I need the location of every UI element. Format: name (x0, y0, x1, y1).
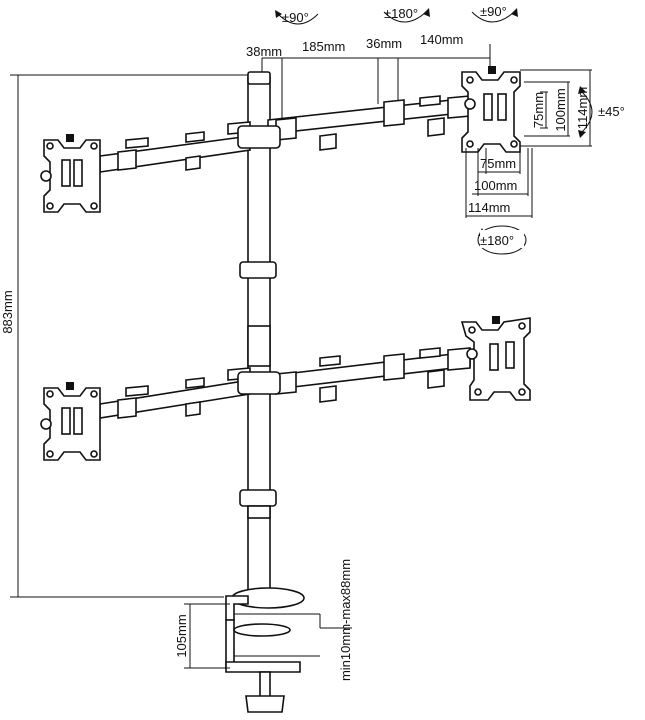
rotation-label-plate: ±180° (480, 233, 514, 248)
vesa-100mm-horizontal: 100mm (474, 178, 517, 193)
dimension-883mm: 883mm (0, 290, 15, 333)
vesa-75mm-horizontal: 75mm (480, 156, 516, 171)
rotation-label-top-left: ±90° (282, 10, 309, 25)
rotation-label-tilt: ±45° (598, 104, 625, 119)
rotation-label-top-right: ±90° (480, 4, 507, 19)
rotation-arrow-top-center: ±180° (383, 6, 430, 23)
dimension-185mm: 185mm (302, 39, 345, 54)
desk-clamp (225, 587, 320, 713)
dimension-140mm: 140mm (420, 32, 463, 47)
dimension-105mm: 105mm (174, 614, 189, 657)
vesa-dimension-lines: 75mm 100mm 114mm 75mm 100mm 114mm (465, 69, 592, 218)
vesa-plate-lower-left (40, 382, 101, 461)
vesa-100mm-vertical: 100mm (553, 88, 568, 131)
top-dimension-line: 38mm 185mm 36mm 140mm (246, 32, 491, 122)
upper-arm-assembly (99, 95, 471, 173)
vesa-114mm-horizontal: 114mm (468, 200, 510, 215)
clamp-dimensions: 105mm min10mm-max88mm (174, 559, 353, 681)
height-dimension: 883mm (0, 74, 254, 598)
tilt-arrow: ±45° (578, 86, 625, 138)
vesa-plate-lower-right (460, 316, 531, 401)
rotation-arrow-top-right: ±90° (471, 4, 518, 23)
plate-rotate-arrow: ±180° (477, 225, 527, 255)
lower-arm-assembly (99, 347, 471, 419)
vesa-75mm-vertical: 75mm (531, 92, 546, 128)
rotation-label-top-center: ±180° (384, 6, 418, 21)
dimension-desk-thickness: min10mm-max88mm (338, 559, 353, 681)
vesa-plate-upper-right (461, 66, 521, 153)
rotation-arrow-top-left: ±90° (275, 10, 319, 25)
dimension-36mm: 36mm (366, 36, 402, 51)
dimension-38mm: 38mm (246, 44, 282, 59)
vesa-plate-upper-left (40, 134, 101, 213)
